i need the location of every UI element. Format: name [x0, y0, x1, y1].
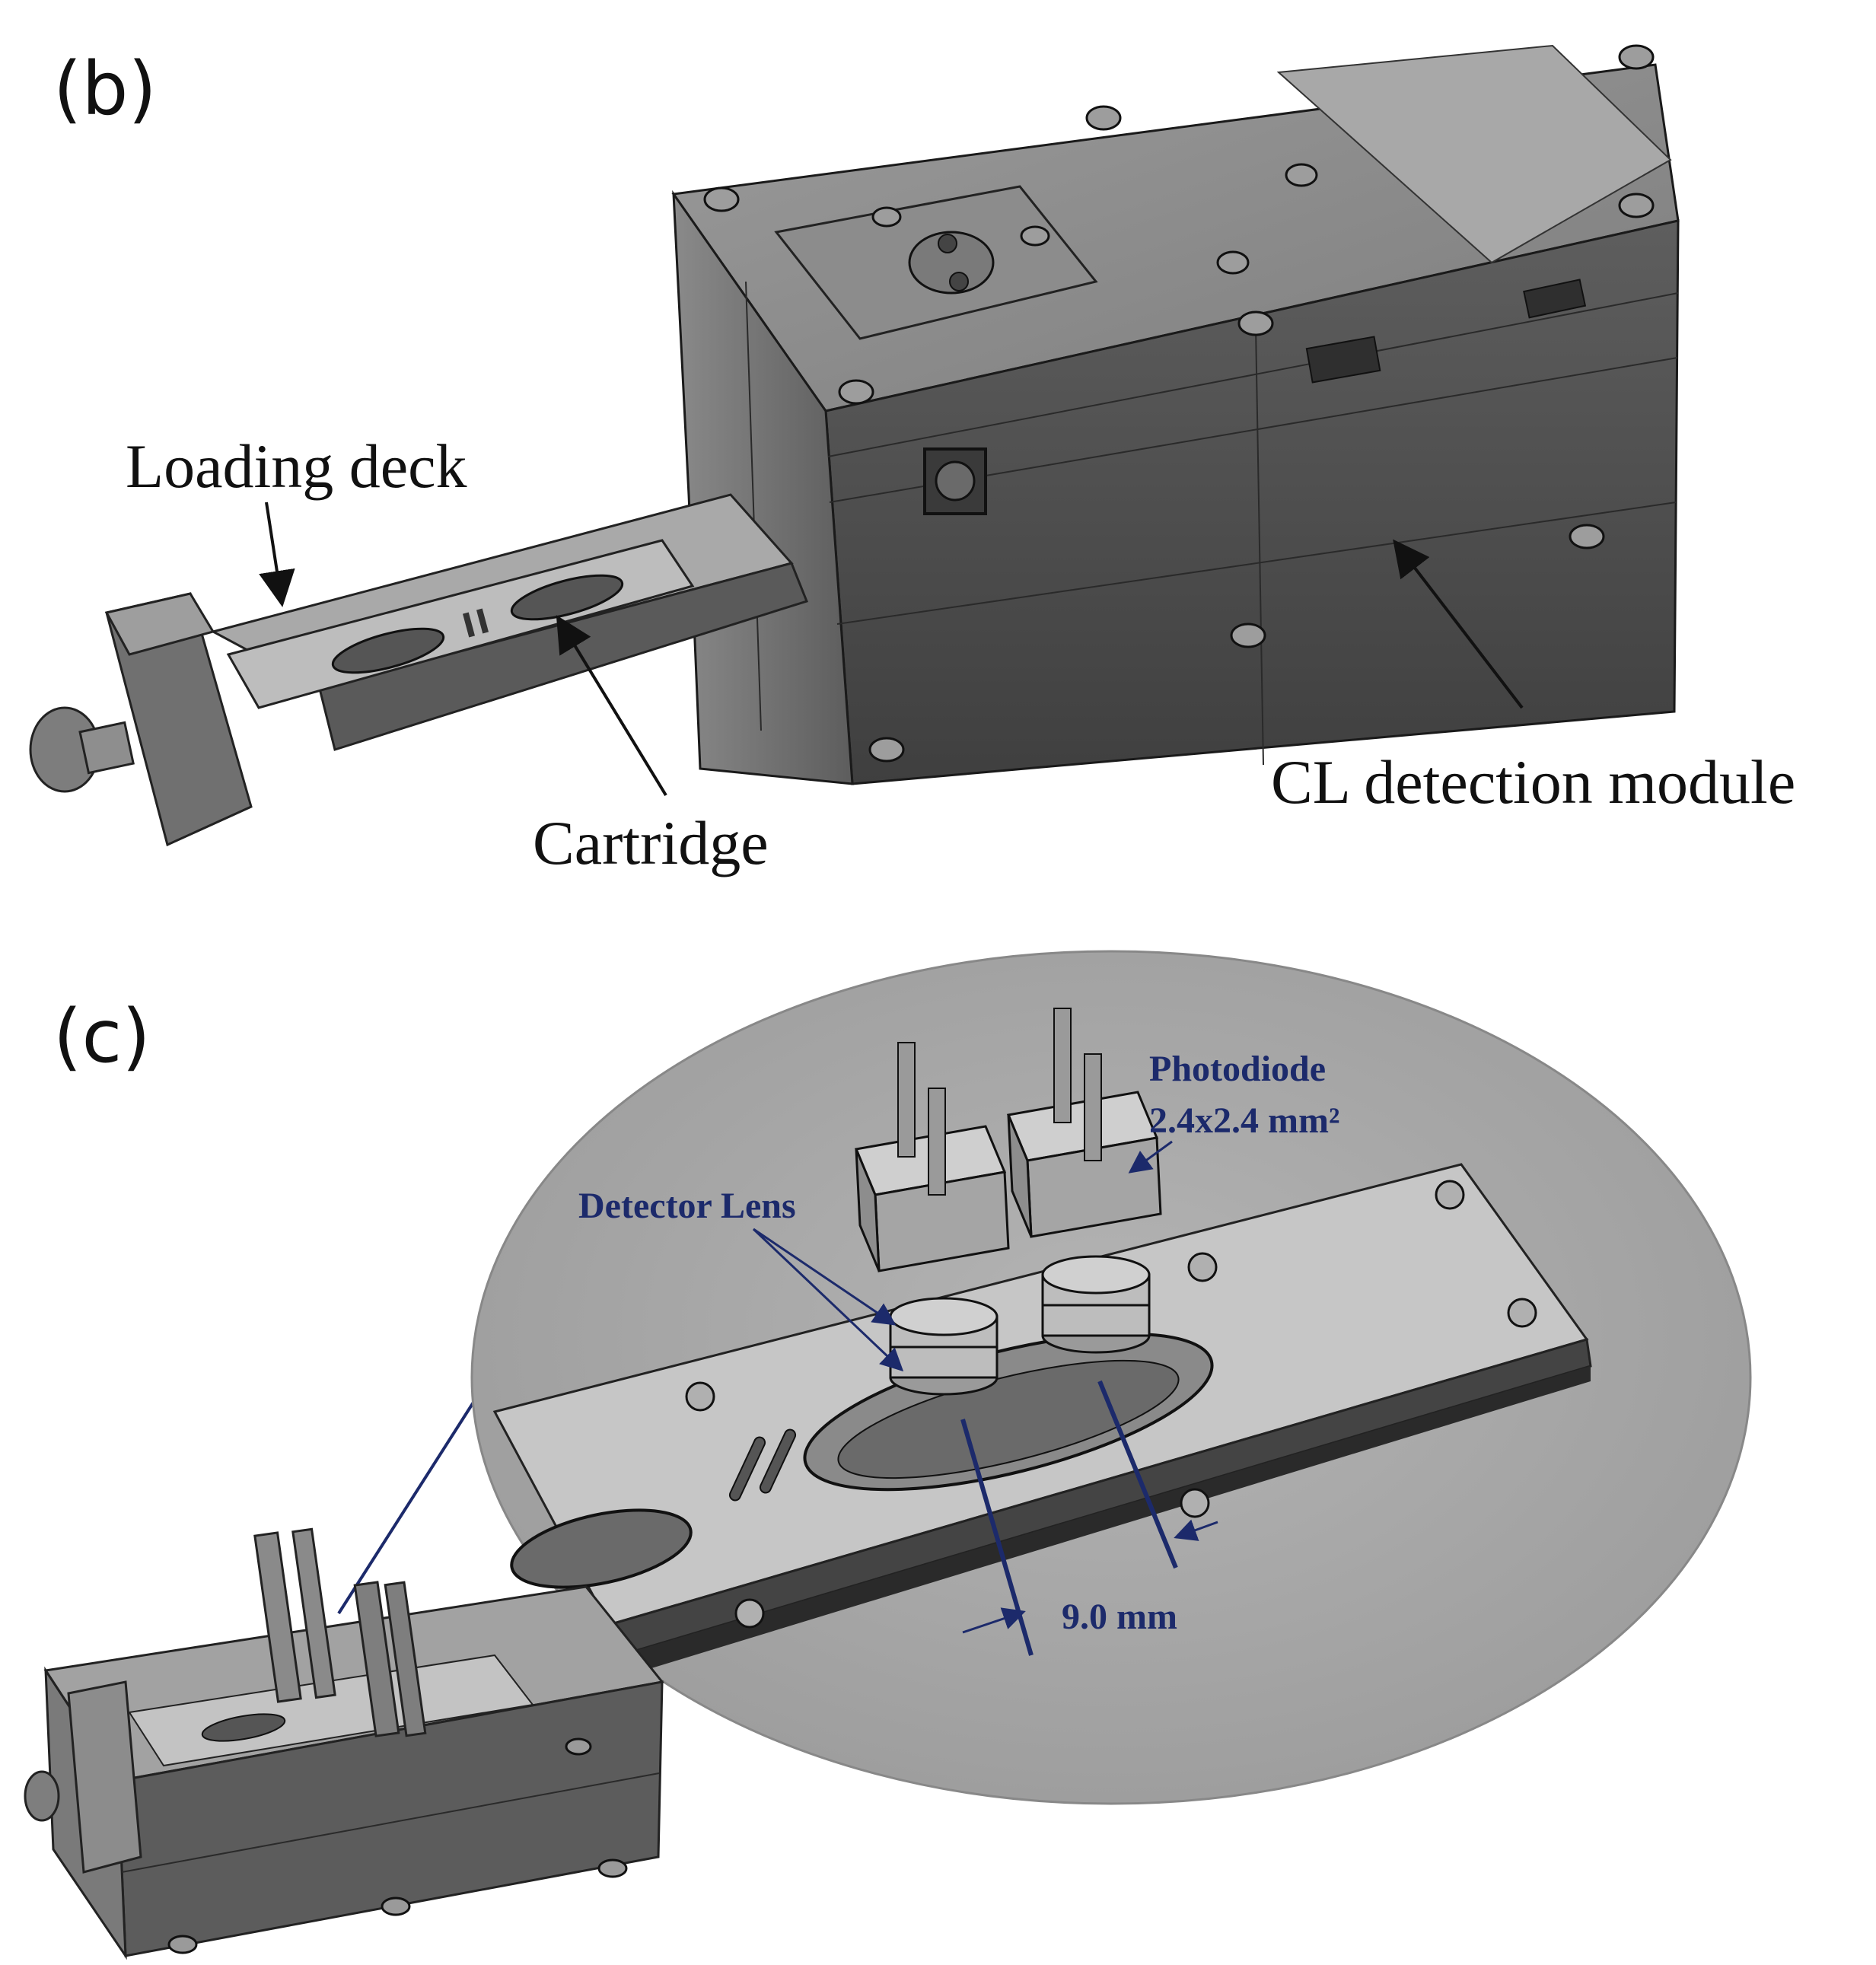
module-side-connector	[1523, 279, 1587, 319]
module-screws	[703, 44, 1655, 763]
detector-lens-left	[889, 1297, 999, 1396]
label-detector-lens: Detector Lens	[578, 1186, 796, 1226]
label-photodiode-line1: Photodiode	[1149, 1049, 1326, 1089]
arrow-detector-lens-upper	[753, 1228, 897, 1326]
panel-c-annotations: Photodiode 2.4x2.4 mm² Detector Lens 9.0…	[578, 1049, 1339, 1637]
panel-b-label: (b)	[53, 46, 157, 132]
label-cartridge: Cartridge	[533, 808, 769, 877]
photodiode-left	[854, 1042, 1010, 1272]
cartridge-chamber-2	[510, 574, 624, 621]
module-side-face	[672, 189, 854, 785]
panel-b-annotations: Loading deck Cartridge CL detection modu…	[126, 432, 1795, 877]
arrow-cl-module	[1393, 539, 1524, 709]
photodiode-right	[1006, 1008, 1162, 1238]
label-cl-module: CL detection module	[1271, 747, 1795, 817]
zoom-chamber-left	[510, 1508, 693, 1589]
panel-c: (c)	[24, 950, 1752, 1960]
arrow-cartridge	[556, 615, 667, 797]
arrow-photodiode	[1128, 1140, 1173, 1174]
arrow-detector-lens-lower	[752, 1228, 904, 1372]
detector-lens-right	[1041, 1255, 1151, 1354]
zoom-screws	[685, 1180, 1537, 1629]
label-spacing: 9.0 mm	[1062, 1597, 1177, 1637]
panel-b: (b)	[29, 44, 1795, 877]
dimension-arrow-right	[1174, 1519, 1218, 1541]
zoom-cartridge	[492, 1163, 1592, 1674]
arrow-loading-deck	[259, 502, 295, 607]
cartridge-chamber-1	[331, 627, 445, 674]
dimension-arrow-left	[962, 1607, 1026, 1634]
label-photodiode-line2: 2.4x2.4 mm²	[1149, 1100, 1339, 1141]
panel-c-label: (c)	[53, 994, 151, 1079]
overview-device	[24, 1527, 664, 1960]
label-loading-deck: Loading deck	[126, 432, 467, 501]
module-top-rail	[1276, 44, 1672, 264]
module-top-port	[908, 231, 995, 295]
cl-detection-module	[671, 44, 1680, 785]
loading-deck-assembly	[29, 493, 808, 847]
dimension-line-right	[1097, 1380, 1178, 1569]
deck-rail-front	[318, 562, 808, 751]
module-front-connector	[1305, 336, 1381, 384]
spacing-dimension	[960, 1380, 1218, 1656]
zoom-line-upper	[337, 1397, 477, 1615]
